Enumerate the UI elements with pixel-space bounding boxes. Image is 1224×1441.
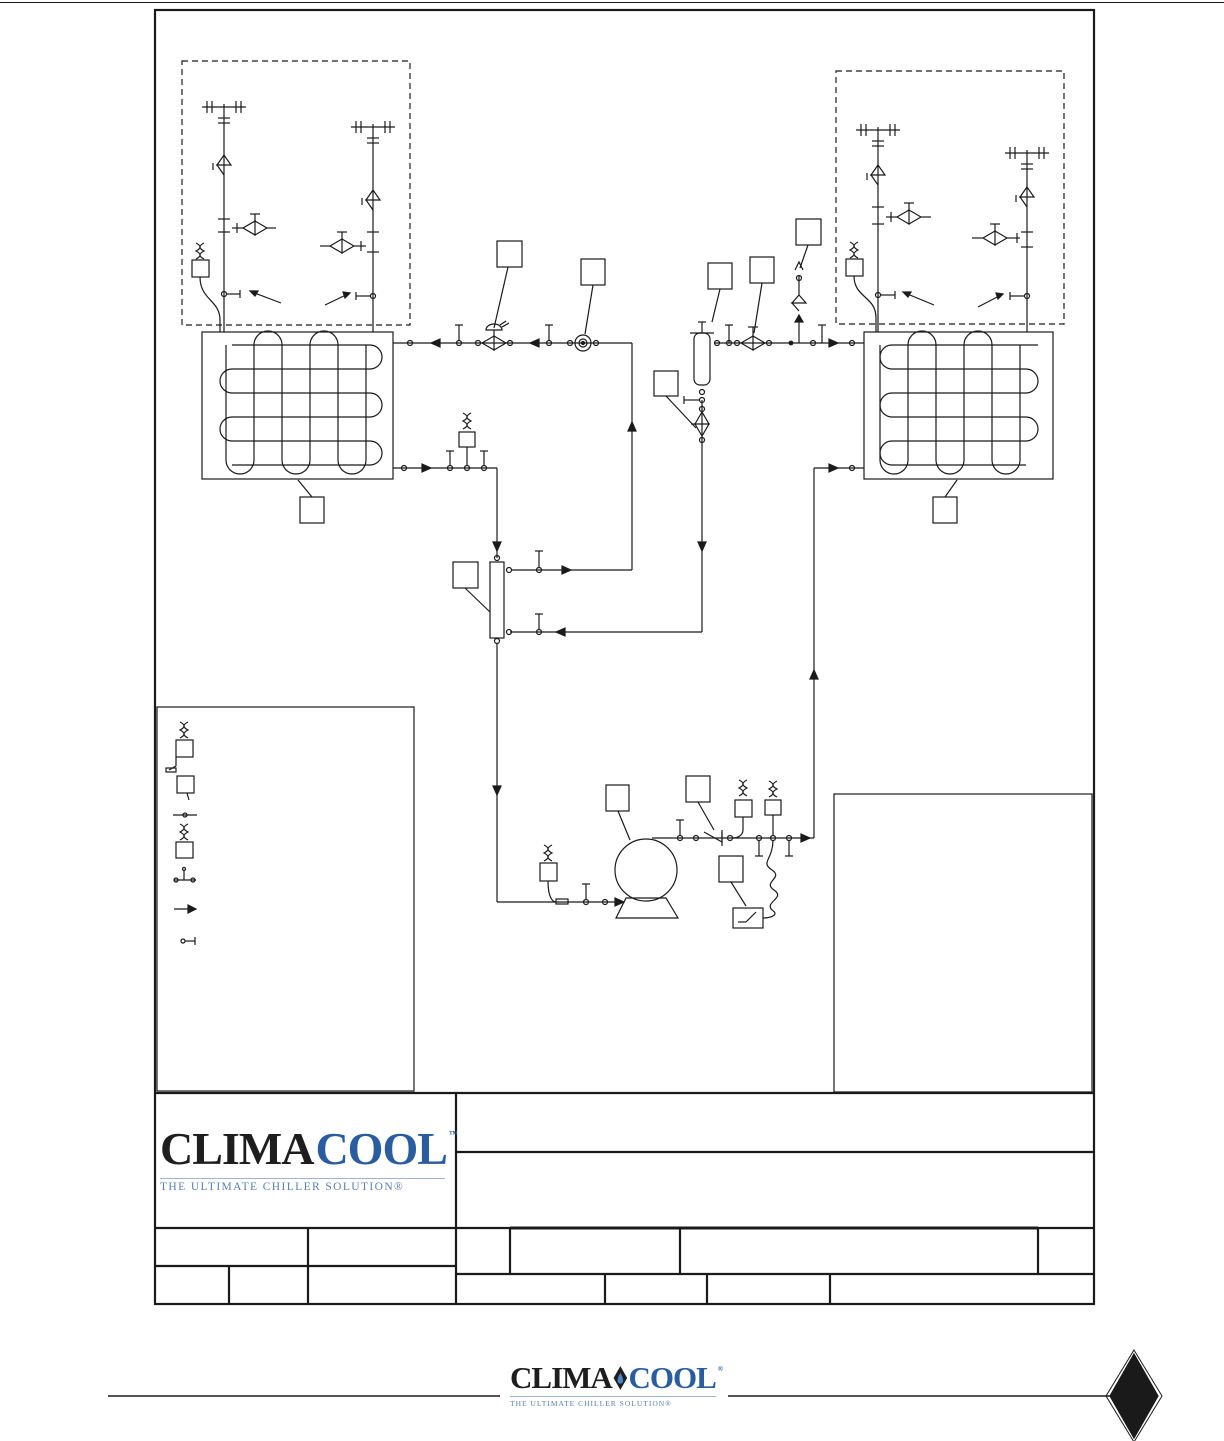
pressure-transducer-icon bbox=[165, 721, 194, 773]
callout-boxes bbox=[297, 218, 958, 907]
right-heat-exchanger-icon bbox=[863, 330, 1054, 480]
logo-wordmark-right: COOL bbox=[315, 1123, 447, 1174]
compressor-icon bbox=[614, 838, 680, 919]
suction-line bbox=[393, 412, 632, 907]
company-diamond-icon bbox=[1105, 1349, 1163, 1441]
right-field-piping-boundary bbox=[835, 70, 1065, 325]
right-liquid-line bbox=[510, 260, 864, 637]
drawing-frame bbox=[153, 8, 1096, 1306]
footer-logo: CLIMA COOL ® THE ULTIMATE CHILLER SOLUTI… bbox=[510, 1360, 723, 1412]
access-port-icon bbox=[173, 812, 197, 818]
right-field-piping bbox=[845, 124, 1049, 332]
charging-port-icon bbox=[180, 937, 196, 945]
footer-logo-wordmark-right: COOL bbox=[628, 1360, 716, 1395]
discharge-line bbox=[652, 463, 864, 929]
flow-arrow-icon bbox=[174, 904, 198, 914]
left-field-piping bbox=[191, 101, 395, 332]
temperature-sensor-icon bbox=[175, 823, 194, 859]
footer-logo-tagline: THE ULTIMATE CHILLER SOLUTION® bbox=[510, 1396, 716, 1408]
logo-tagline: THE ULTIMATE CHILLER SOLUTION® bbox=[160, 1178, 445, 1193]
notes-box bbox=[833, 793, 1093, 1093]
title-block-logo: CLIMA COOL ™ THE ULTIMATE CHILLER SOLUTI… bbox=[160, 1123, 458, 1206]
left-heat-exchanger-icon bbox=[201, 330, 394, 480]
service-valve-icon bbox=[173, 866, 196, 883]
footer-logo-trademark: ® bbox=[717, 1365, 723, 1373]
logo-trademark: ™ bbox=[448, 1129, 458, 1139]
footer-logo-drop-diamond-icon bbox=[613, 1365, 627, 1390]
legend-symbols bbox=[165, 721, 198, 945]
logo-wordmark-left: CLIMA bbox=[160, 1123, 314, 1174]
page-top-rule bbox=[0, 2, 1224, 3]
liquid-line bbox=[393, 320, 637, 570]
sensor-icon bbox=[176, 775, 195, 801]
footer-logo-wordmark-left: CLIMA bbox=[510, 1360, 613, 1395]
left-field-piping-boundary bbox=[181, 60, 411, 326]
legend-box bbox=[156, 706, 415, 1092]
